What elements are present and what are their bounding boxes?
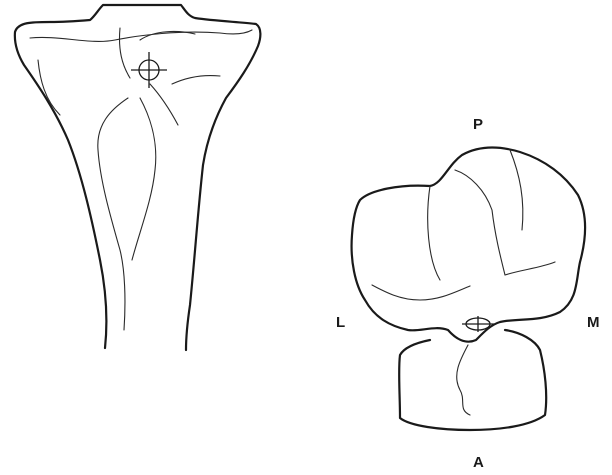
lateral-label: L xyxy=(336,314,345,331)
medial-label: M xyxy=(587,314,600,331)
crosshair-marker-front xyxy=(131,52,167,88)
tibia-front-outline xyxy=(15,5,261,350)
tibia-axial-view xyxy=(352,147,585,430)
tibia-axial-ridge-1 xyxy=(428,170,505,280)
anterior-label: A xyxy=(473,454,484,471)
tibia-front-shaft-line xyxy=(150,84,178,125)
tibia-front-crest-right xyxy=(132,98,156,260)
tibia-front-tubercle-line xyxy=(140,32,220,84)
tibia-front-crest-left xyxy=(98,98,128,330)
tibia-axial-shaft-outline xyxy=(399,330,546,430)
tibia-axial-neck-line xyxy=(457,345,470,415)
tibia-axial-ridge-3 xyxy=(510,150,523,230)
tibia-axial-ridge-2 xyxy=(372,262,555,300)
posterior-label: P xyxy=(473,116,483,133)
ellipse-marker-axial xyxy=(462,316,494,332)
tibia-front-view xyxy=(15,5,261,350)
